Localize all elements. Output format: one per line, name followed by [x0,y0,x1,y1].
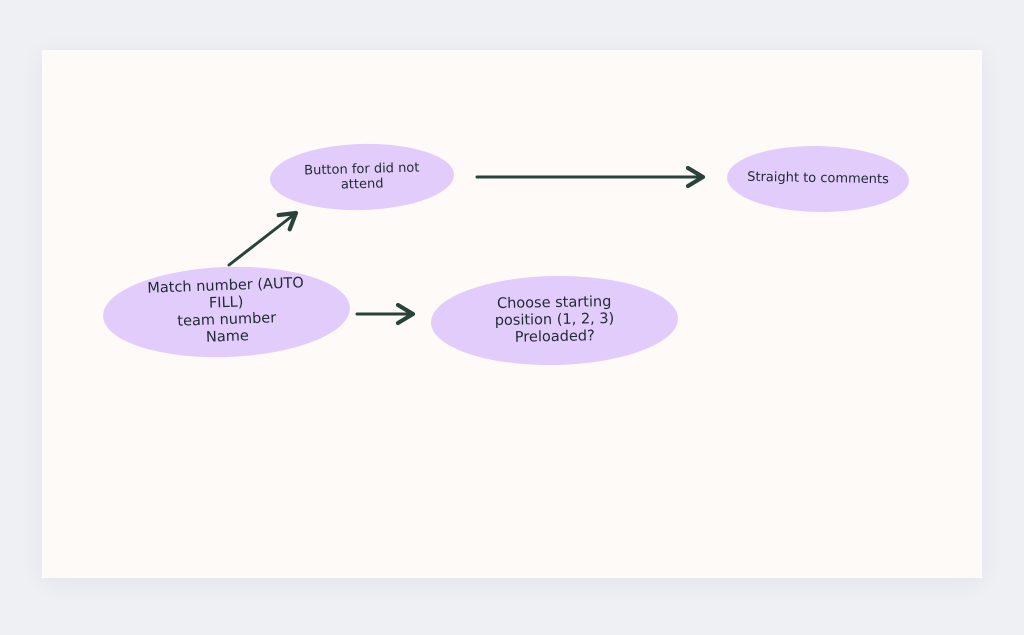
node-did-not-attend-label: Button for did not attend [303,160,420,193]
node-match-number-label: Match number (AUTO FILL) team number Nam… [147,275,305,346]
node-choose-starting-position-label: Choose starting position (1, 2, 3) Prelo… [494,293,615,346]
node-straight-to-comments-label: Straight to comments [747,170,889,188]
